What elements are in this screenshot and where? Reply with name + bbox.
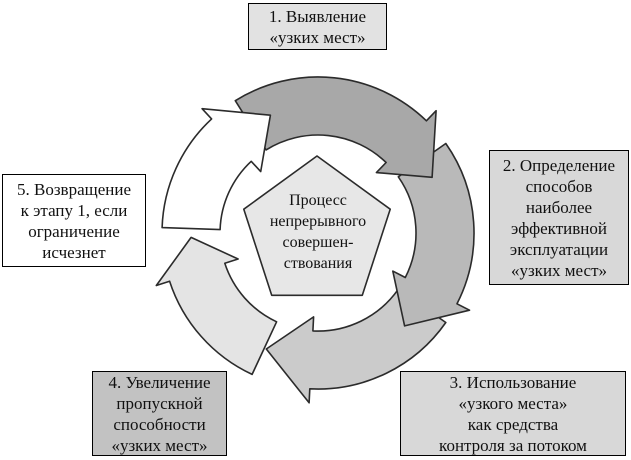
step-box-1: 1. Выявление «узких мест»	[248, 3, 387, 50]
step-box-2: 2. Определение способов наиболее эффекти…	[489, 150, 629, 285]
step-box-3: 3. Использование «узкого места» как сред…	[400, 371, 626, 456]
center-pentagon	[243, 155, 392, 297]
cycle-arrow-right	[392, 142, 475, 327]
cycle-arrow-bottom	[265, 288, 447, 404]
cycle-arrow-top-left	[161, 107, 272, 231]
step-box-4: 4. Увеличение пропускной способности «уз…	[92, 371, 227, 456]
center-pentagon-label: Процесс непрерывного совершен- ствования	[269, 192, 367, 272]
step-box-5: 5. Возвращение к этапу 1, если ограничен…	[2, 174, 146, 267]
cycle-arrow-top	[234, 76, 437, 179]
cycle-arrow-left	[155, 236, 278, 376]
